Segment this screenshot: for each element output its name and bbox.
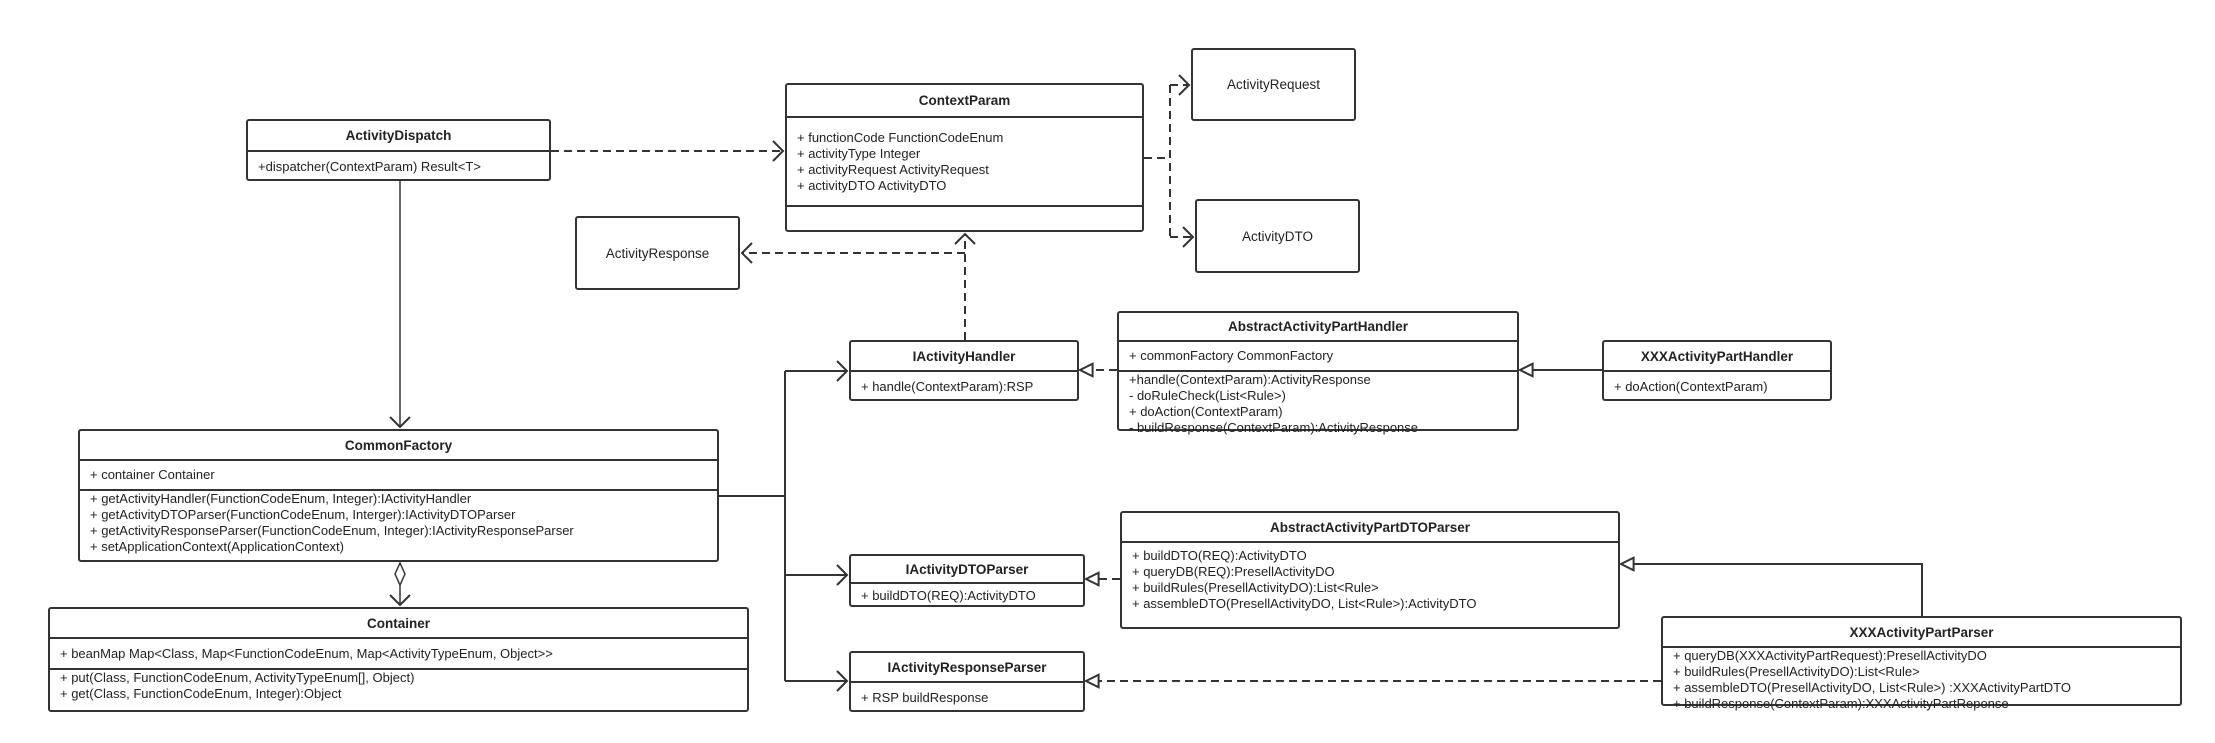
class-name: AbstractActivityPartDTOParser [1122,513,1618,543]
method: - buildResponse(ContextParam):ActivityRe… [1129,420,1419,435]
methods: + buildDTO(REQ):ActivityDTO+ queryDB(REQ… [1122,543,1618,612]
aggregation-diamond-icon [394,561,406,587]
open-arrow-icon [954,232,976,245]
attribute: + activityRequest ActivityRequest [797,161,989,177]
attributes: + container Container [80,461,717,491]
attribute: + commonFactory CommonFactory [1129,348,1334,363]
attributes: + commonFactory CommonFactory [1119,342,1517,372]
inheritance-triangle-icon [1083,571,1100,587]
attribute: + activityDTO ActivityDTO [797,177,947,193]
method: +dispatcher(ContextParam) Result<T> [258,159,481,174]
open-arrow-icon [836,360,849,382]
open-arrow-icon [836,564,849,586]
methods: + buildDTO(REQ):ActivityDTO [851,584,1083,604]
method: + handle(ContextParam):RSP [861,379,1034,394]
class-name: XXXActivityPartParser [1663,618,2180,648]
open-arrow-icon [1182,226,1195,248]
method: + getActivityDTOParser(FunctionCodeEnum,… [90,507,516,522]
class-activity-dto[interactable]: ActivityDTO [1195,199,1360,273]
attributes: + beanMap Map<Class, Map<FunctionCodeEnu… [50,639,747,670]
class-name: XXXActivityPartHandler [1604,342,1830,372]
inheritance-triangle-icon [1083,673,1100,689]
open-arrow-icon [389,594,411,607]
class-name: AbstractActivityPartHandler [1119,313,1517,342]
class-activity-response[interactable]: ActivityResponse [575,216,740,290]
class-container[interactable]: Container + beanMap Map<Class, Map<Functi… [48,607,749,712]
open-arrow-icon [836,670,849,692]
method: + getActivityHandler(FunctionCodeEnum, I… [90,491,472,506]
method: + buildDTO(REQ):ActivityDTO [861,588,1036,603]
association-line [719,370,847,682]
class-abstract-activity-part-dto-parser[interactable]: AbstractActivityPartDTOParser+ buildDTO(… [1120,511,1620,629]
inheritance-triangle-icon [1077,362,1094,378]
class-i-activity-dto-parser[interactable]: IActivityDTOParser + buildDTO(REQ):Activi… [849,554,1085,607]
method: + getActivityResponseParser(FunctionCode… [90,523,574,538]
class-name: ActivityDispatch [248,121,549,152]
inheritance-triangle-icon [1517,362,1534,378]
methods: +handle(ContextParam):ActivityResponse- … [1119,372,1517,436]
attribute: + functionCode FunctionCodeEnum [797,129,1004,145]
methods: + queryDB(XXXActivityPartRequest):Presel… [1663,648,2180,712]
class-name: CommonFactory [80,431,717,461]
class-name: ContextParam [787,85,1142,118]
method: + assembleDTO(PresellActivityDO, List<Ru… [1673,680,2071,695]
method: + RSP buildResponse [861,690,989,705]
method: + buildRules(PresellActivityDO):List<Rul… [1132,580,1379,595]
method: + assembleDTO(PresellActivityDO, List<Ru… [1132,596,1477,611]
class-name: IActivityResponseParser [851,653,1083,683]
class-common-factory[interactable]: CommonFactory + container Container + getA… [78,429,719,562]
class-activity-request[interactable]: ActivityRequest [1191,48,1356,121]
open-arrow-icon [1178,74,1191,96]
class-activity-dispatch[interactable]: ActivityDispatch +dispatcher(ContextParam… [246,119,551,181]
class-i-activity-response-parser[interactable]: IActivityResponseParser + RSP buildRespon… [849,651,1085,712]
attributes: + functionCode FunctionCodeEnum+ activit… [787,118,1142,207]
class-name: ActivityRequest [1226,77,1321,92]
class-name: Container [50,609,747,639]
methods: + put(Class, FunctionCodeEnum, ActivityT… [50,670,747,702]
class-name: IActivityHandler [851,342,1077,372]
method: + buildDTO(REQ):ActivityDTO [1132,548,1307,563]
methods: + RSP buildResponse [851,683,1083,706]
method: + doAction(ContextParam) [1129,404,1283,419]
method: + buildRules(PresellActivityDO):List<Rul… [1673,664,1920,679]
attribute: + activityType Integer [797,145,921,161]
class-name: ActivityDTO [1241,228,1313,244]
method: + put(Class, FunctionCodeEnum, ActivityT… [60,670,415,685]
open-arrow-icon [389,416,411,429]
method: + doAction(ContextParam) [1614,379,1768,394]
open-arrow-icon [740,242,753,264]
methods: +dispatcher(ContextParam) Result<T> [248,152,549,175]
class-abstract-activity-part-handler[interactable]: AbstractActivityPartHandler + commonFacto… [1117,311,1519,435]
class-i-activity-handler[interactable]: IActivityHandler + handle(ContextParam):R… [849,340,1079,401]
attribute: + beanMap Map<Class, Map<FunctionCodeEnu… [60,645,553,661]
methods: + doAction(ContextParam) [1604,372,1830,395]
method: + get(Class, FunctionCodeEnum, Integer):… [60,686,342,701]
class-xxx-activity-part-parser[interactable]: XXXActivityPartParser+ queryDB(XXXActivi… [1661,616,2182,711]
inheritance-triangle-icon [1618,556,1635,572]
dependency-line [1144,84,1193,238]
class-name: ActivityResponse [605,245,710,261]
attribute: + container Container [90,467,215,482]
method: + setApplicationContext(ApplicationConte… [90,539,345,554]
method: - doRuleCheck(List<Rule>) [1129,388,1286,403]
method: + queryDB(REQ):PresellActivityDO [1132,564,1335,579]
open-arrow-icon [772,140,785,162]
method: + queryDB(XXXActivityPartRequest):Presel… [1673,648,1987,663]
method: +handle(ContextParam):ActivityResponse [1129,372,1371,387]
class-context-param[interactable]: ContextParam+ functionCode FunctionCodeE… [785,83,1144,232]
methods: + getActivityHandler(FunctionCodeEnum, I… [80,491,717,555]
class-name: IActivityDTOParser [851,556,1083,584]
method: + buildResponse(ContextParam):XXXActivit… [1673,696,2009,711]
generalization-line [1634,563,1923,616]
class-xxx-activity-part-handler[interactable]: XXXActivityPartHandler + doAction(Context… [1602,340,1832,401]
methods: + handle(ContextParam):RSP [851,372,1077,395]
